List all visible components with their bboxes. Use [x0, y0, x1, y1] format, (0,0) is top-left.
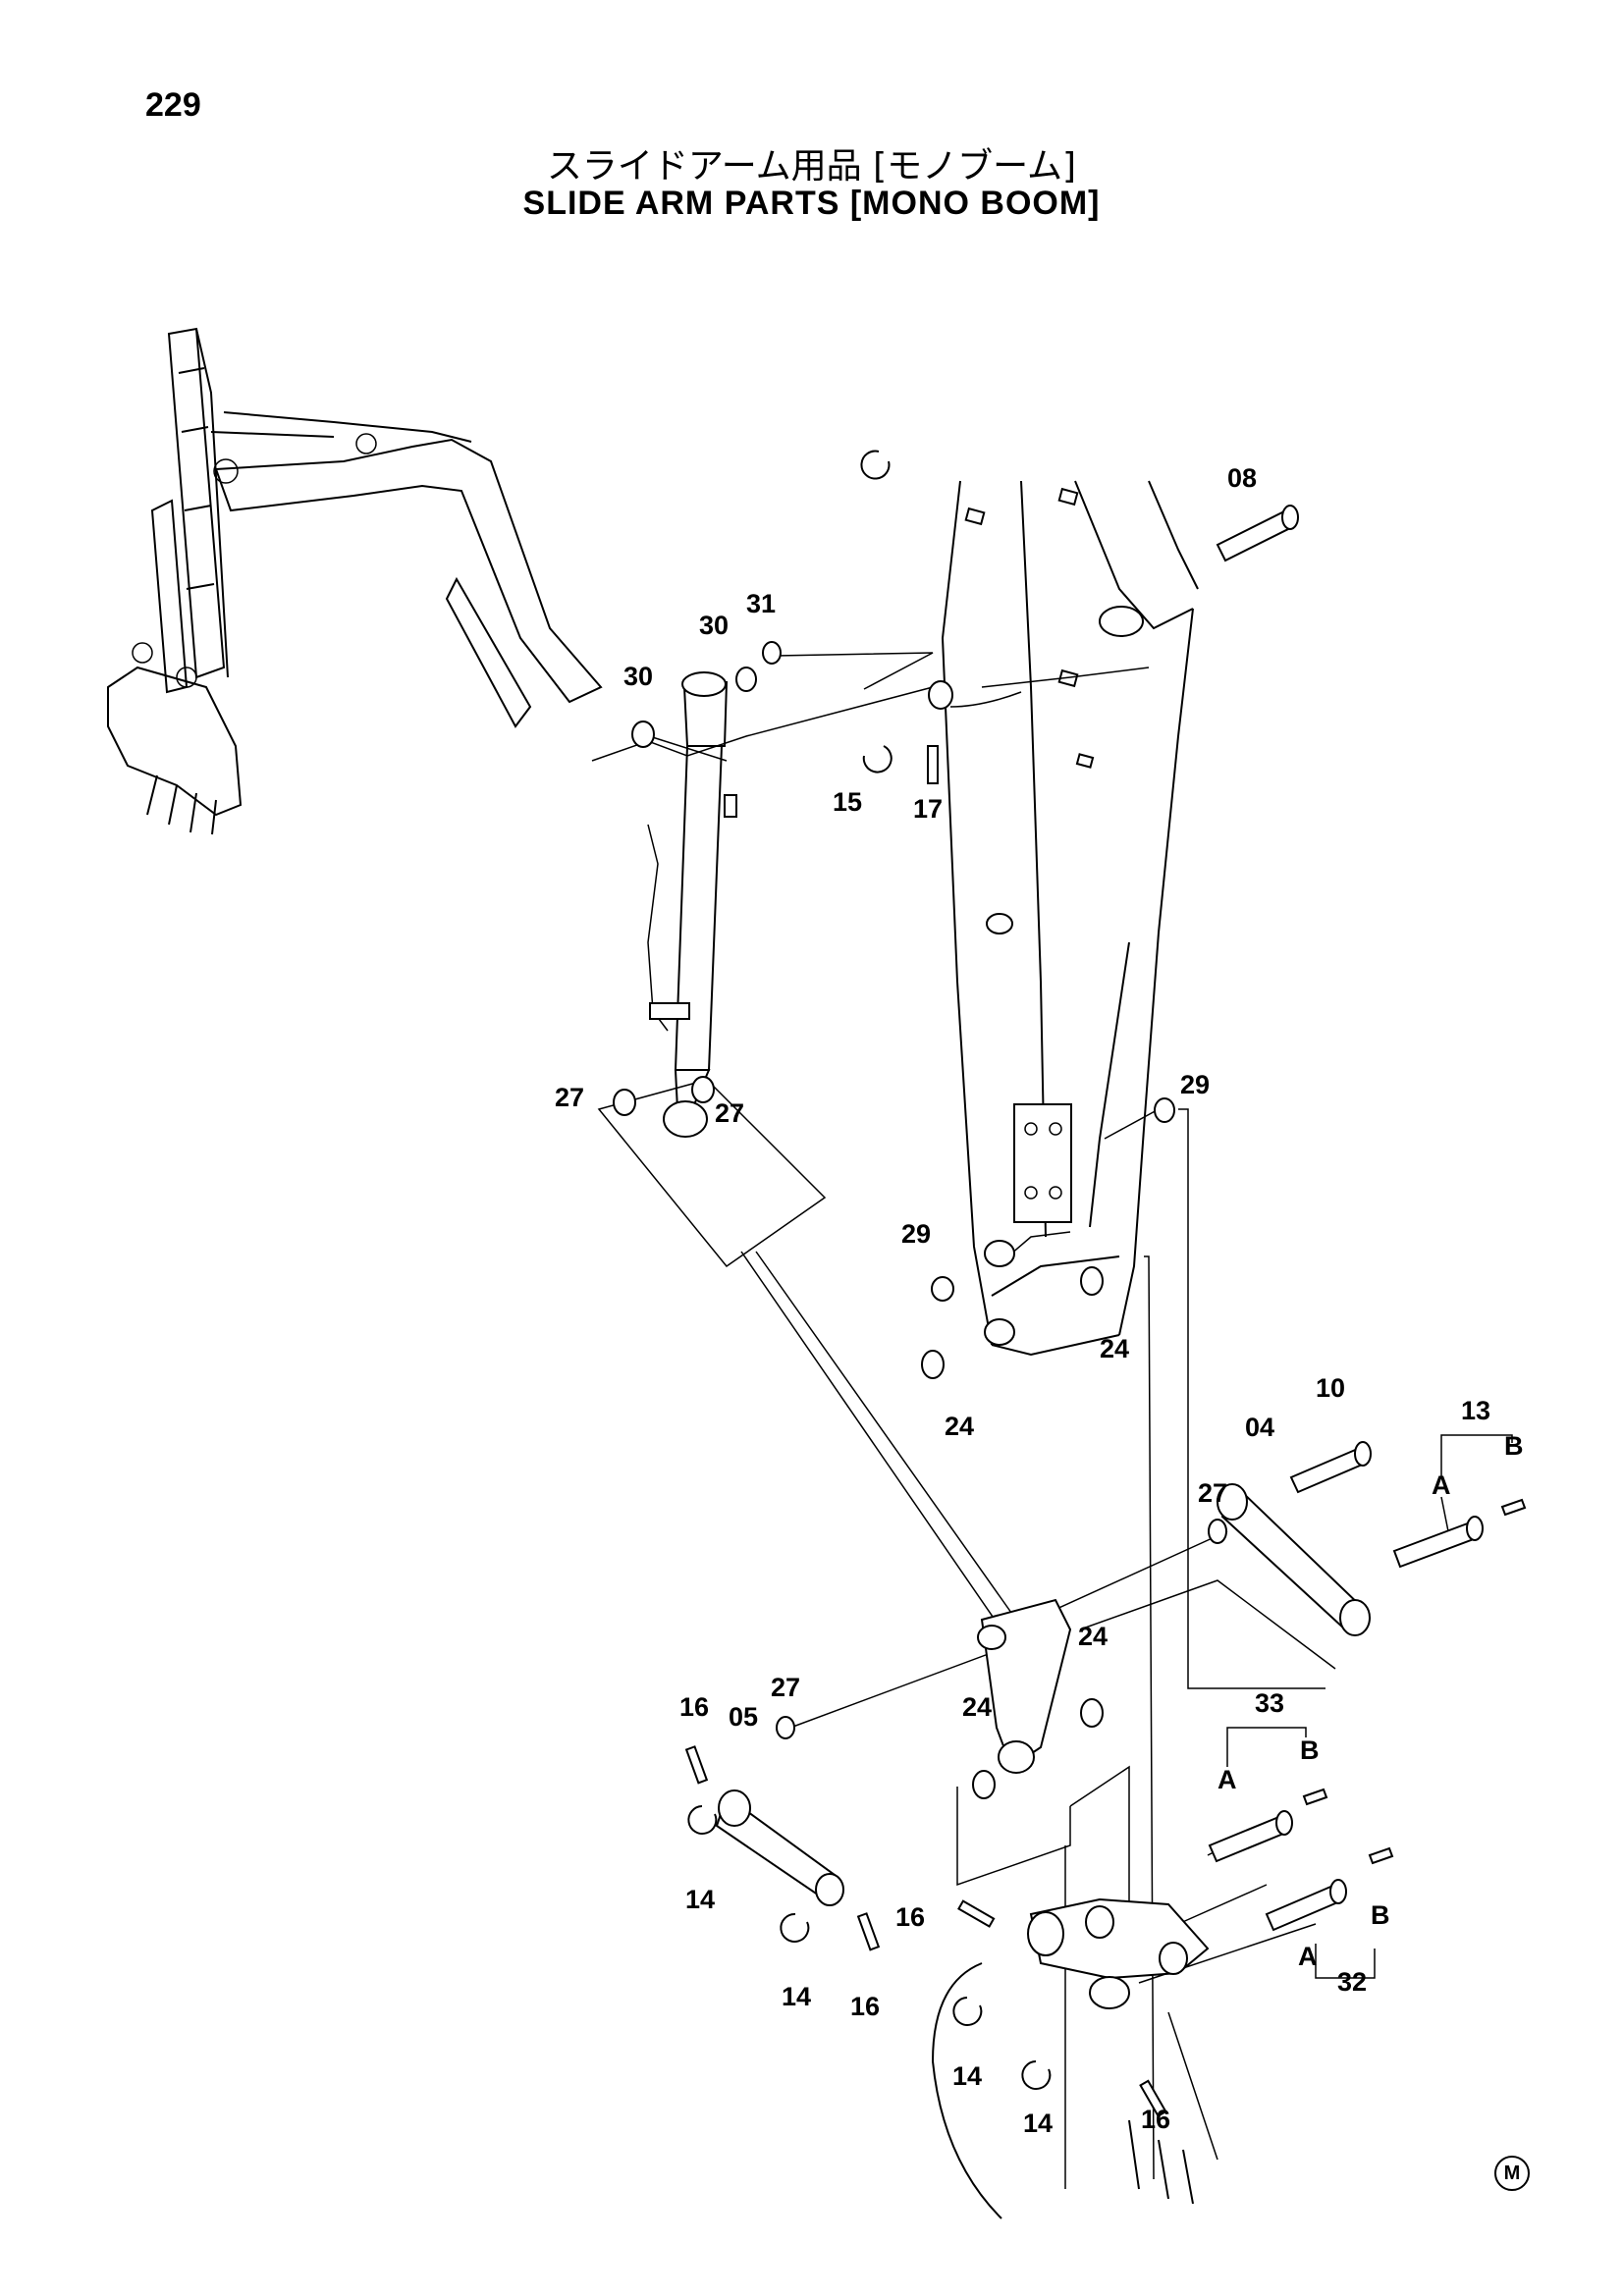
callout-14-center: 14: [782, 1982, 811, 2011]
callout-30-lower: 30: [623, 662, 653, 691]
callout-08: 08: [1227, 463, 1257, 493]
callout-16-middle: 16: [895, 1902, 925, 1932]
maker-mark: M: [1494, 2156, 1530, 2191]
callout-27-link: 27: [1198, 1478, 1227, 1508]
callout-30-upper: 30: [699, 611, 729, 640]
callout-13-b: B: [1504, 1431, 1524, 1461]
callout-10: 10: [1316, 1373, 1345, 1403]
callout-29-lower: 29: [901, 1219, 931, 1249]
arm-cylinder: [647, 671, 737, 1138]
callout-14-bottom: 14: [1023, 2109, 1053, 2138]
callout-05: 05: [729, 1702, 758, 1732]
callout-17: 17: [913, 794, 943, 824]
callout-32: 32: [1337, 1967, 1367, 1997]
callout-24-upper-right: 24: [1078, 1622, 1108, 1651]
callout-33: 33: [1255, 1688, 1284, 1718]
callout-32-b: B: [1371, 1900, 1390, 1930]
callout-24-arm-right: 24: [1100, 1334, 1129, 1363]
callout-27-lower: 27: [771, 1673, 800, 1702]
title-english: SLIDE ARM PARTS [MONO BOOM]: [522, 185, 1101, 222]
callout-16-bottom: 16: [1141, 2105, 1170, 2134]
excavator-overview-illustration: [107, 327, 603, 835]
callout-16-lower-left: 16: [850, 1992, 880, 2021]
callout-31: 31: [746, 589, 776, 618]
callout-14-left: 14: [685, 1885, 715, 1914]
callout-04: 04: [1245, 1413, 1274, 1442]
callout-27-left: 27: [555, 1083, 584, 1112]
callout-13-a: A: [1432, 1470, 1451, 1500]
title-japanese: スライドアーム用品 [モノブーム]: [546, 146, 1077, 187]
callout-32-a: A: [1298, 1942, 1318, 1971]
callout-33-a: A: [1217, 1765, 1237, 1794]
assembly-leader-lines: [591, 652, 1336, 2189]
callout-16-top: 16: [679, 1692, 709, 1722]
arm-assembly: [941, 480, 1199, 1357]
link-and-pin-parts: [613, 450, 1527, 2219]
callout-33-b: B: [1300, 1735, 1320, 1765]
assembly-brackets: [1226, 1434, 1513, 1979]
callout-27-right: 27: [715, 1098, 744, 1128]
page-number: 229: [145, 86, 201, 124]
callout-13: 13: [1461, 1396, 1490, 1425]
callout-14-lower: 14: [952, 2061, 982, 2091]
callout-24-upper-left: 24: [962, 1692, 992, 1722]
callout-15: 15: [833, 787, 862, 817]
callout-labels: 08 30 31 30 15 17 27 27 29 29 24 24 10 1…: [555, 463, 1524, 2138]
callout-24-arm-left: 24: [945, 1412, 974, 1441]
callout-29-upper: 29: [1180, 1070, 1210, 1099]
